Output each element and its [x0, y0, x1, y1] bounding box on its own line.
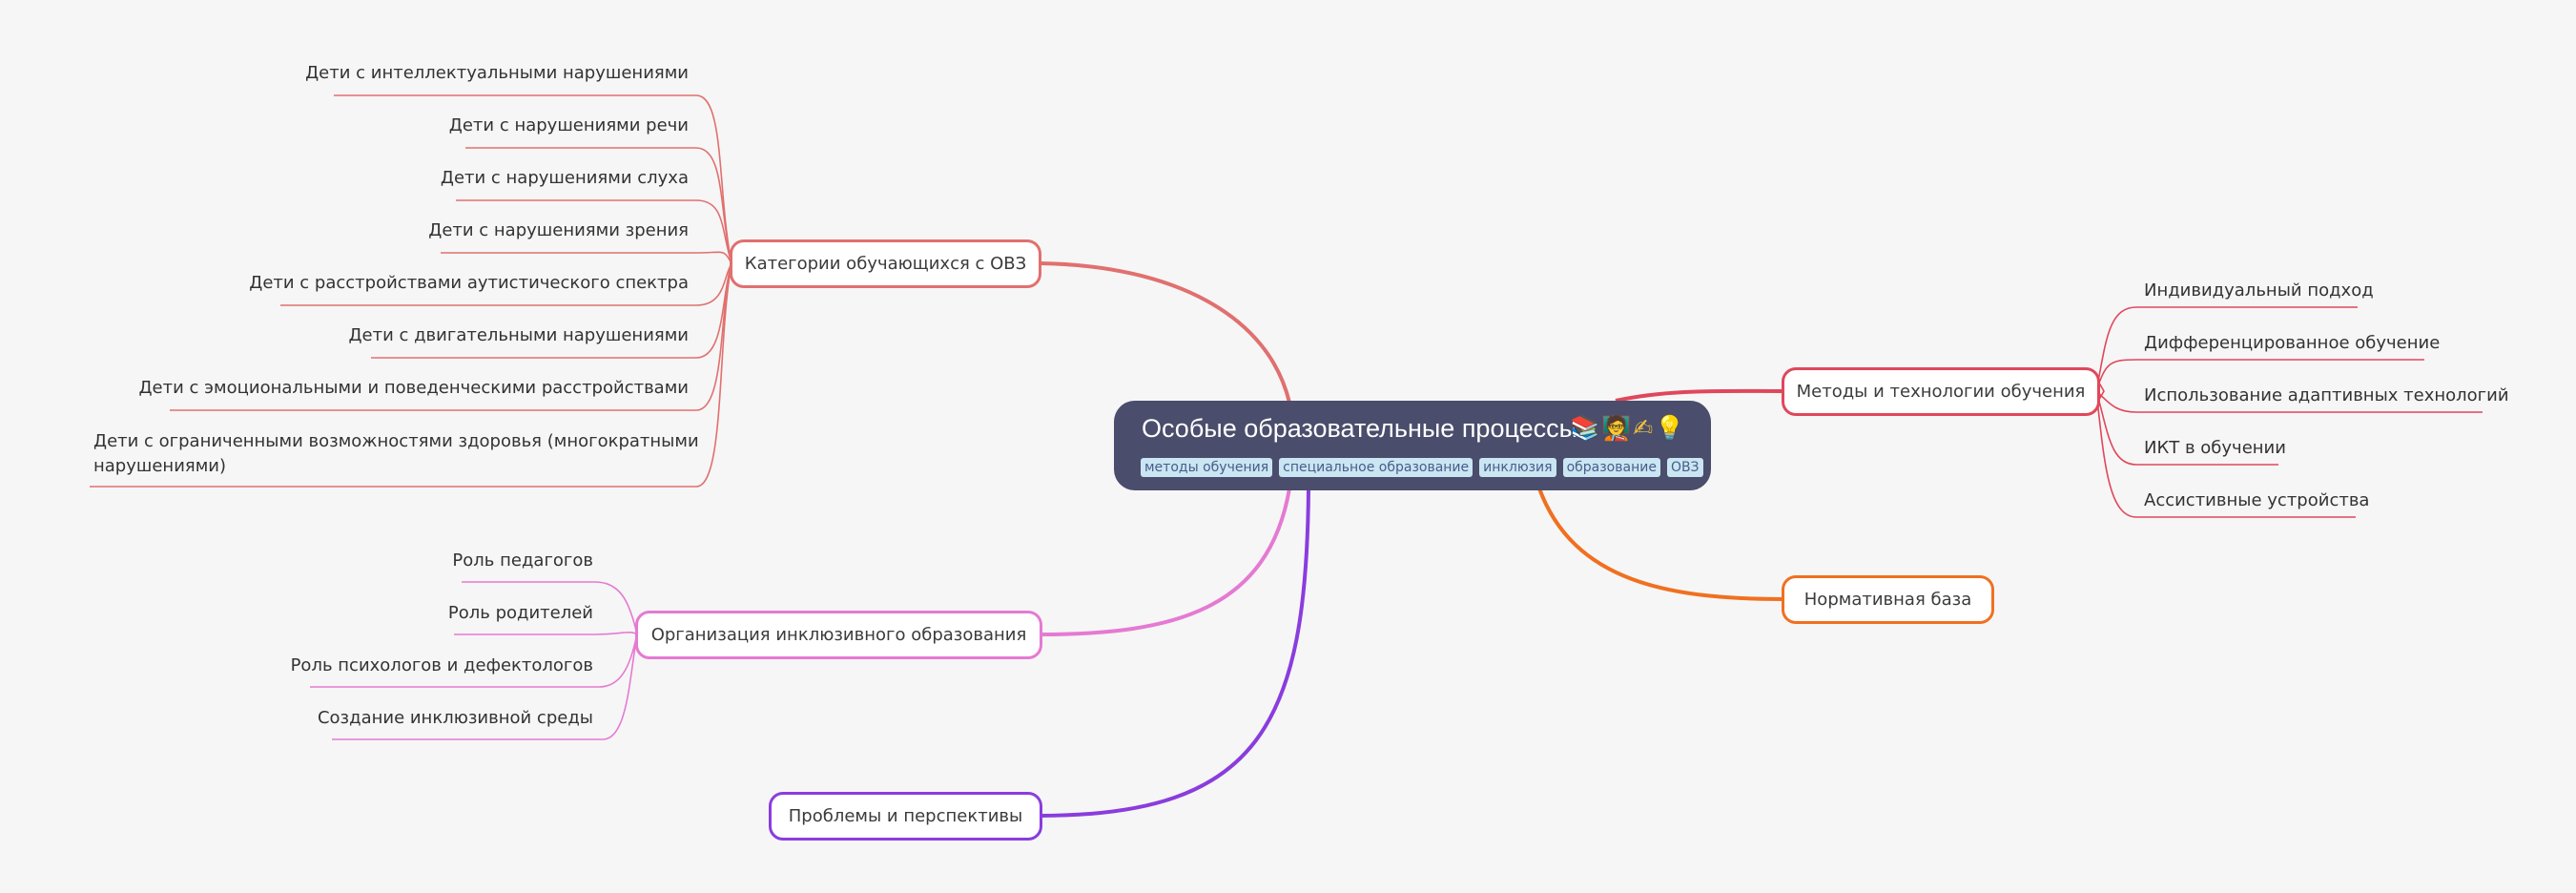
leaf-organization-environment[interactable]: Создание инклюзивной среды — [317, 708, 593, 728]
leaf-organization-teachers[interactable]: Роль педагогов — [452, 550, 593, 571]
connectors-categories-leaves — [90, 94, 732, 488]
leaf-categories-multiple[interactable]: Дети с ограниченными возможностями здоро… — [93, 431, 699, 476]
writing-hand-icon: ✍ — [1633, 415, 1654, 442]
connector-regulatory — [1537, 488, 1784, 601]
central-emojis: 📚🧑‍🏫✍💡 — [1570, 414, 1686, 443]
connector-categories — [1039, 261, 1291, 404]
leaf-organization-parents[interactable]: Роль родителей — [447, 603, 593, 623]
leaf-categories-vision[interactable]: Дети с нарушениями зрения — [428, 220, 689, 240]
branch-problems-label: Проблемы и перспективы — [788, 806, 1023, 826]
central-tags: методы обучения специальное образование … — [1141, 458, 1703, 477]
teacher-icon: 🧑‍🏫 — [1601, 415, 1632, 442]
leaf-categories-autism[interactable]: Дети с расстройствами аутистического спе… — [249, 273, 689, 293]
leaf-methods-individual[interactable]: Индивидуальный подход — [2144, 280, 2374, 301]
tag-item: специальное образование — [1279, 458, 1473, 477]
branch-problems[interactable]: Проблемы и перспективы — [769, 792, 1042, 841]
light-bulb-icon: 💡 — [1655, 415, 1685, 442]
leaf-categories-intellectual[interactable]: Дети с интеллектуальными нарушениями — [305, 63, 689, 83]
connector-methods — [1615, 388, 1784, 403]
connector-problems — [1039, 488, 1310, 818]
leaf-categories-hearing[interactable]: Дети с нарушениями слуха — [440, 168, 689, 188]
tag-item: методы обучения — [1141, 458, 1273, 477]
leaf-methods-ict[interactable]: ИКТ в обучении — [2144, 438, 2286, 458]
branch-regulatory-label: Нормативная база — [1803, 590, 1972, 610]
central-title: Особые образовательные процессы — [1142, 414, 1578, 443]
connector-organization — [1039, 488, 1291, 636]
connectors-organization-leaves — [310, 581, 638, 740]
tag-item: ОВЗ — [1666, 458, 1703, 477]
tag-item: образование — [1562, 458, 1660, 477]
branch-organization[interactable]: Организация инклюзивного образования — [635, 611, 1042, 659]
branch-categories[interactable]: Категории обучающихся с ОВЗ — [730, 239, 1041, 288]
branch-regulatory[interactable]: Нормативная база — [1782, 575, 1994, 624]
leaf-categories-speech[interactable]: Дети с нарушениями речи — [448, 115, 689, 135]
branch-organization-label: Организация инклюзивного образования — [650, 625, 1027, 645]
central-topic[interactable]: Особые образовательные процессы 📚🧑‍🏫✍💡 м… — [1114, 401, 1711, 490]
branch-methods-label: Методы и технологии обучения — [1796, 382, 2086, 402]
tag-item: инклюзия — [1479, 458, 1556, 477]
leaf-categories-emotional[interactable]: Дети с эмоциональными и поведенческими р… — [138, 378, 689, 398]
books-icon: 📚 — [1570, 415, 1600, 442]
branch-categories-label: Категории обучающихся с ОВЗ — [744, 254, 1027, 274]
leaf-categories-motor[interactable]: Дети с двигательными нарушениями — [348, 325, 689, 345]
branch-methods[interactable]: Методы и технологии обучения — [1782, 367, 2100, 416]
leaf-organization-psychologists[interactable]: Роль психологов и дефектологов — [290, 655, 593, 675]
leaf-methods-differentiated[interactable]: Дифференцированное обучение — [2144, 333, 2441, 353]
leaf-methods-assistive[interactable]: Ассистивные устройства — [2144, 490, 2370, 510]
leaf-methods-adaptive[interactable]: Использование адаптивных технологий — [2144, 385, 2509, 405]
